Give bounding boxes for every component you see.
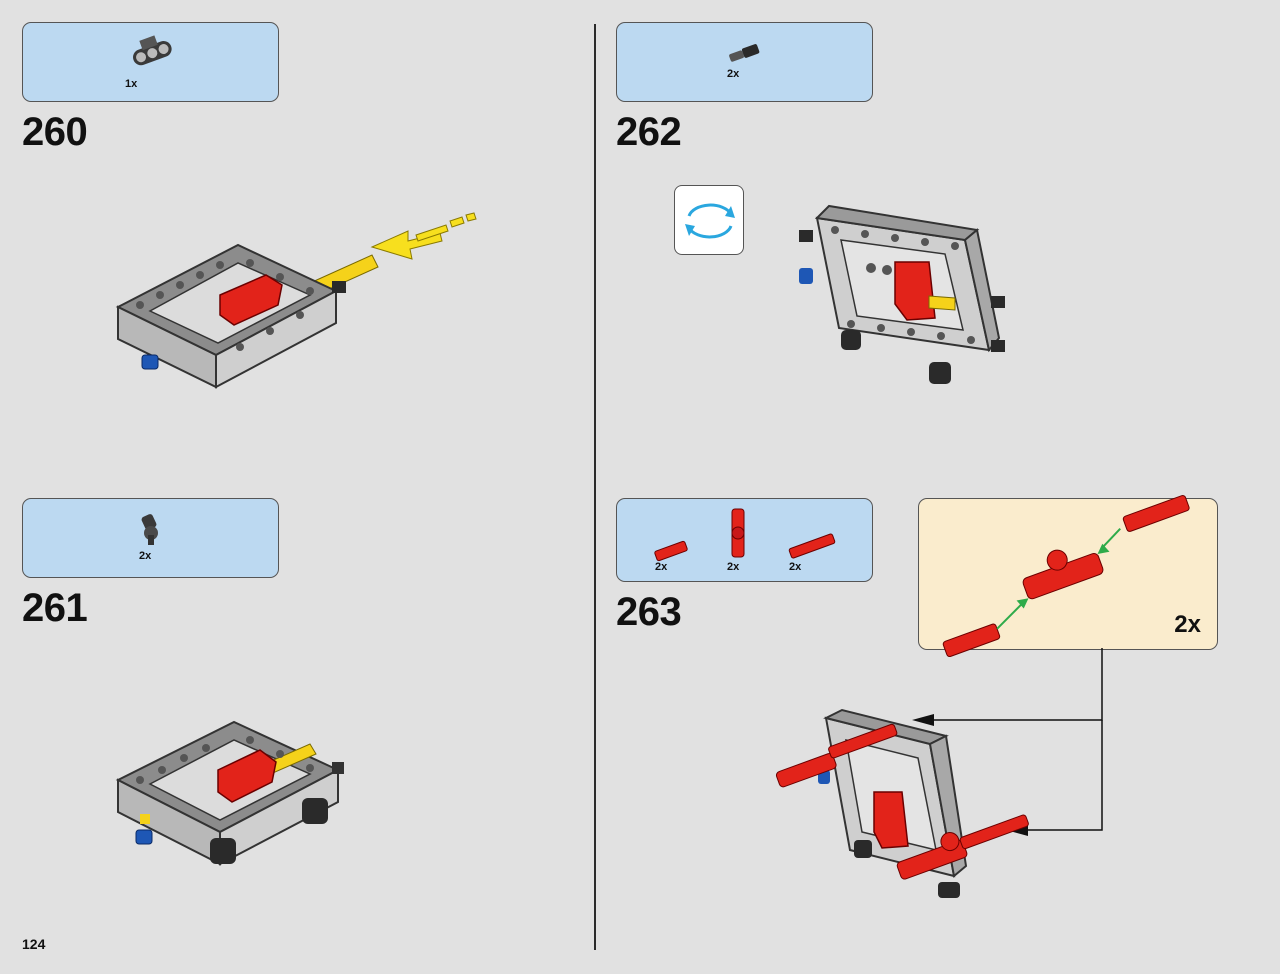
yellow-insert-arrow-icon bbox=[370, 212, 477, 260]
step-number-263: 263 bbox=[616, 590, 682, 634]
parts-list-step-261: 2x bbox=[22, 498, 279, 578]
step-261-model-illustration bbox=[115, 720, 344, 866]
red-axle-connector-icon bbox=[731, 508, 745, 558]
step-262-model-illustration bbox=[799, 204, 1005, 384]
double-liftarm-icon bbox=[133, 35, 172, 66]
pin-connector-icon bbox=[141, 514, 158, 545]
page-divider bbox=[594, 24, 596, 950]
parts-list-step-260: 1x bbox=[22, 22, 279, 102]
red-short-axle-icon bbox=[654, 540, 688, 562]
page-number: 124 bbox=[22, 936, 46, 952]
step-263-model-illustration bbox=[775, 708, 1029, 898]
red-long-axle-icon bbox=[788, 533, 836, 559]
sub-assembly-callout: 2x bbox=[918, 495, 1218, 658]
axle-pin-icon bbox=[729, 44, 760, 62]
rotate-model-icon bbox=[674, 185, 744, 255]
step-number-262: 262 bbox=[616, 110, 682, 154]
sub-assembly-illustration bbox=[942, 495, 1190, 658]
part-qty: 1x bbox=[125, 78, 138, 90]
step-number-261: 261 bbox=[22, 586, 88, 630]
part-qty: 2x bbox=[789, 561, 802, 573]
step-260-model-illustration bbox=[115, 212, 477, 389]
part-qty: 2x bbox=[727, 561, 740, 573]
parts-list-step-263: 2x 2x 2x bbox=[616, 498, 873, 582]
parts-list-step-262: 2x bbox=[616, 22, 873, 102]
step-number-260: 260 bbox=[22, 110, 88, 154]
callout-qty: 2x bbox=[1174, 611, 1201, 638]
part-qty: 2x bbox=[655, 561, 668, 573]
part-qty: 2x bbox=[727, 68, 740, 80]
part-qty: 2x bbox=[139, 550, 152, 562]
